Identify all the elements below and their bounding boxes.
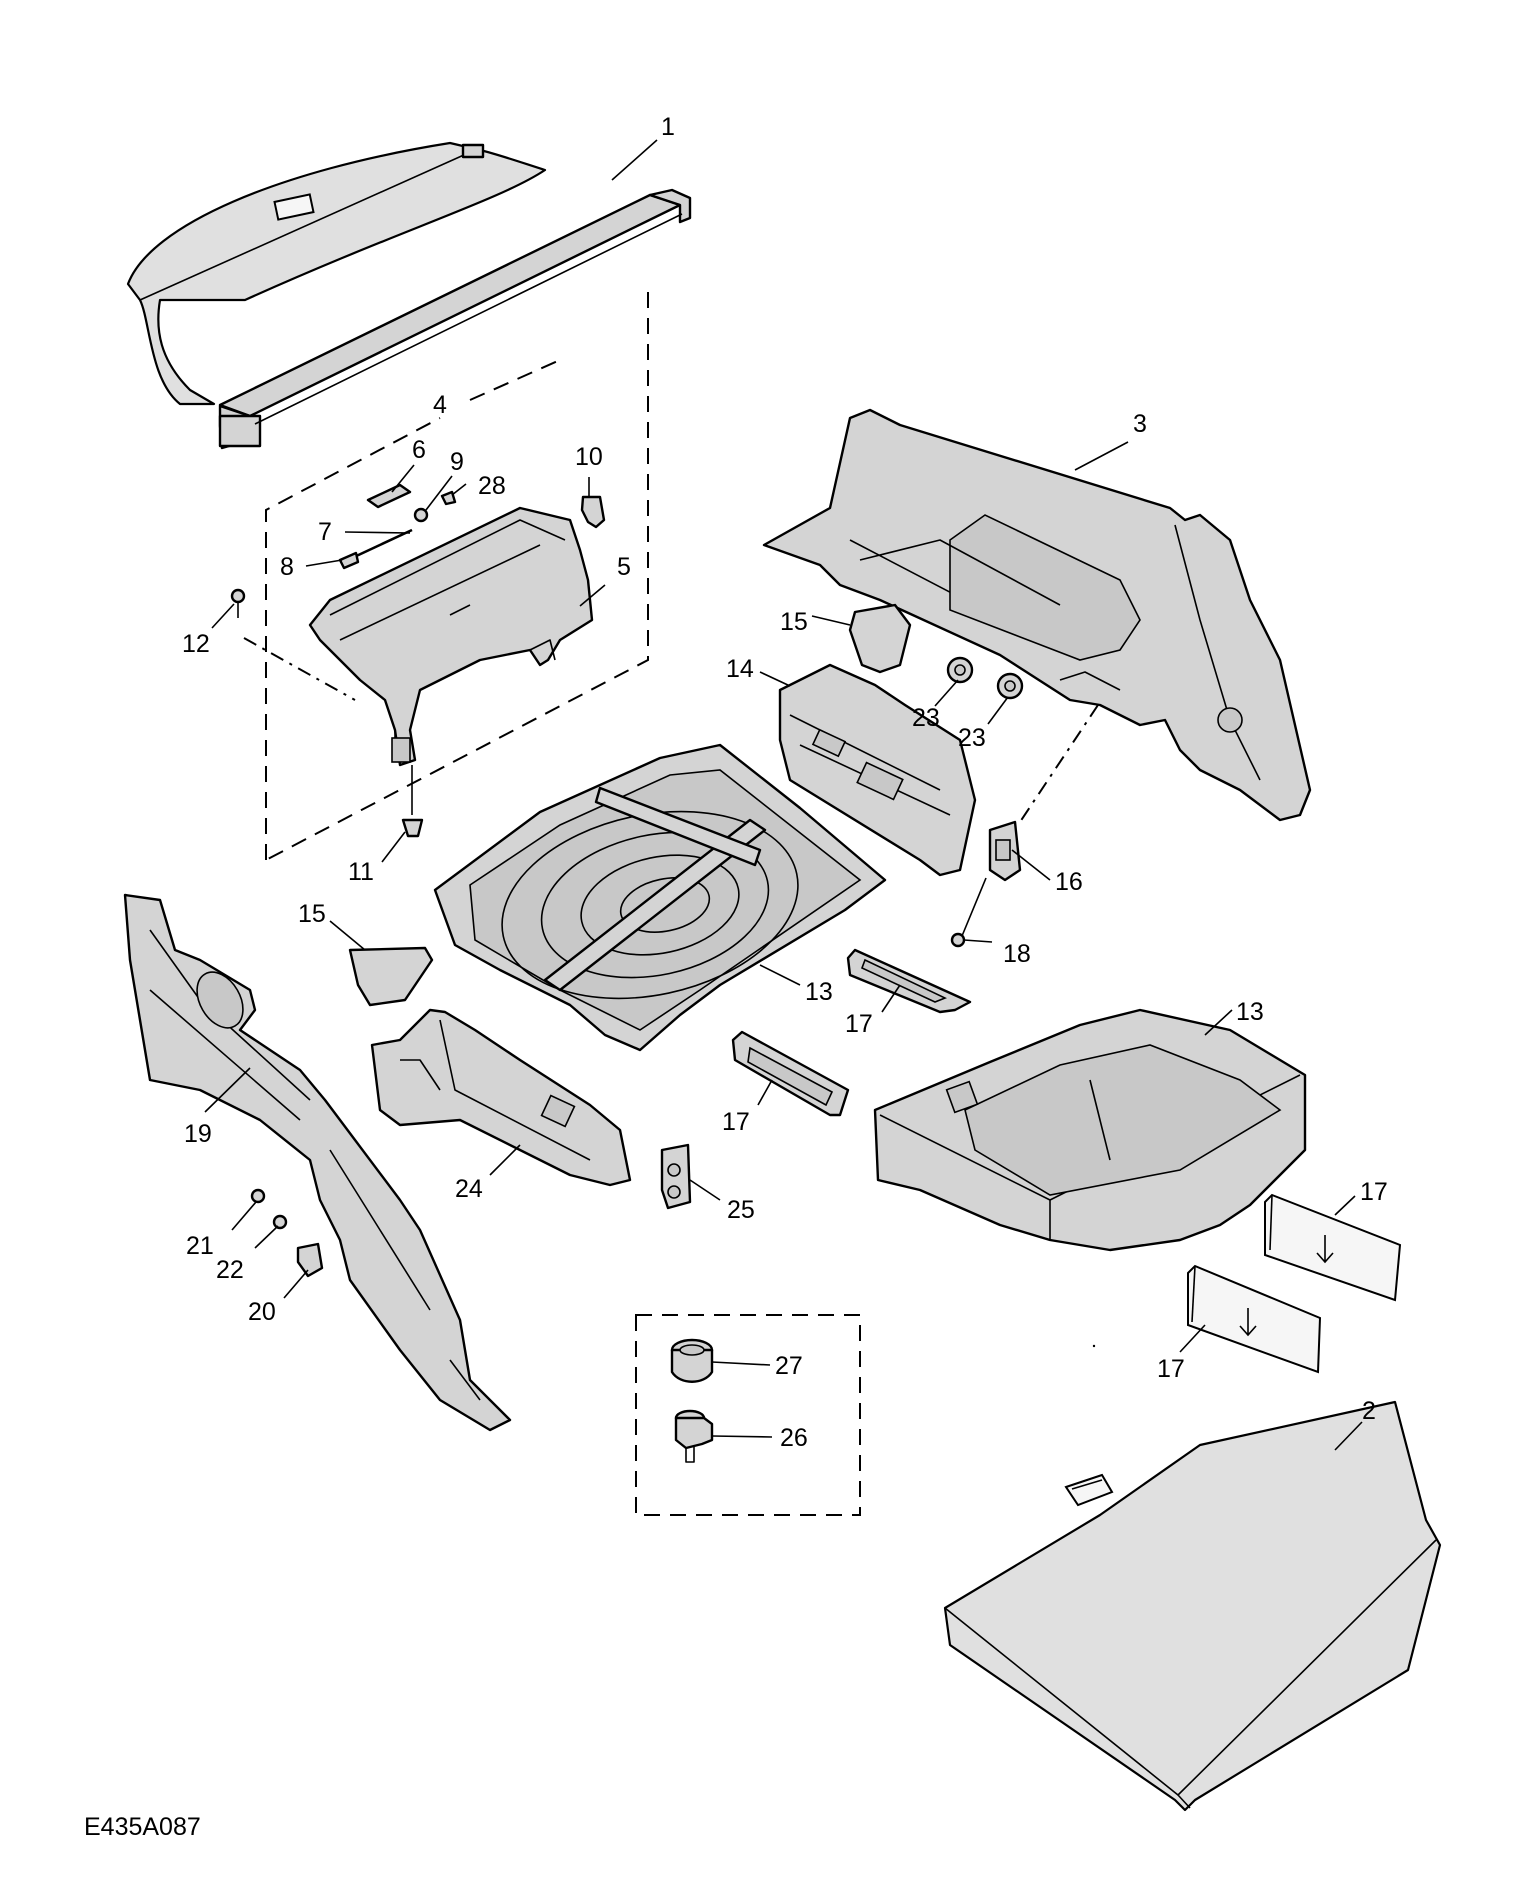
assembly-line-12 (243, 637, 356, 701)
part-1-luggage-cover (126, 141, 692, 450)
part-28-clip (440, 490, 457, 506)
part-19-side-trim (123, 893, 512, 1432)
callout-26: 26 (780, 1424, 808, 1452)
part-20-bracket (296, 1242, 324, 1278)
part-26-power-socket (674, 1409, 714, 1463)
part-15-storage-cup-lower (348, 946, 434, 1007)
callout-labels: 1 2 3 4 5 6 7 8 9 10 11 12 13 13 14 15 1… (182, 113, 1388, 1452)
callout-6: 6 (412, 436, 426, 464)
callout-14: 14 (726, 655, 754, 683)
callout-22: 22 (216, 1256, 244, 1284)
stray-dot (1092, 1344, 1096, 1348)
callout-13-lower: 13 (1236, 998, 1264, 1026)
callout-7: 7 (318, 518, 332, 546)
callout-12: 12 (182, 630, 210, 658)
part-7-rod (351, 528, 413, 560)
callout-17-pad-a: 17 (845, 1010, 873, 1038)
callout-17-pad-b: 17 (722, 1108, 750, 1136)
part-25-clip (660, 1143, 692, 1210)
callout-21: 21 (186, 1232, 214, 1260)
part-21-clip (250, 1188, 266, 1204)
part-6-clip (366, 483, 412, 509)
callout-17-block-a: 17 (1360, 1178, 1388, 1206)
callout-4: 4 (433, 391, 447, 419)
part-13-floor-tray-upper (433, 743, 887, 1052)
part-23-nut-b (996, 672, 1024, 700)
assembly-26-27-boundary (635, 1314, 861, 1516)
part-8-spring (338, 551, 360, 570)
part-14-bracket (778, 663, 977, 877)
part-24-bracket (370, 1008, 632, 1187)
callout-3: 3 (1133, 410, 1147, 438)
part-11-fastener (401, 818, 424, 838)
part-9-spring-clip (413, 507, 429, 523)
callout-10: 10 (575, 443, 603, 471)
diagram-reference-code: E435A087 (84, 1813, 201, 1841)
part-22-clip (272, 1214, 288, 1230)
callout-11: 11 (348, 858, 374, 886)
callout-19: 19 (184, 1120, 212, 1148)
callout-9: 9 (450, 448, 464, 476)
callout-5: 5 (617, 553, 631, 581)
callout-20: 20 (248, 1298, 276, 1326)
callout-23-b: 23 (958, 724, 986, 752)
callout-15-lower: 15 (298, 900, 326, 928)
part-18-screw (950, 877, 987, 948)
part-17-block-a (1264, 1193, 1402, 1302)
leader-lines (204, 139, 1363, 1451)
part-17-pad-b (731, 1030, 850, 1117)
part-10-bracket (580, 495, 606, 529)
callout-15-upper: 15 (780, 608, 808, 636)
part-2-load-floor (943, 1400, 1442, 1812)
assembly-line-16 (1019, 704, 1099, 823)
assembly-4-boundary (265, 292, 649, 861)
part-27-socket-cap (670, 1338, 714, 1383)
callout-28: 28 (478, 472, 506, 500)
part-15-storage-cup-upper (848, 603, 912, 674)
part-13-storage-box-lower (873, 1008, 1307, 1252)
part-23-nut-a (946, 656, 974, 684)
callout-24: 24 (455, 1175, 483, 1203)
callout-16: 16 (1055, 868, 1083, 896)
callout-17-block-b: 17 (1157, 1355, 1185, 1383)
part-5-trim-panel (308, 506, 594, 767)
callout-2: 2 (1362, 1397, 1376, 1425)
callout-13-upper: 13 (805, 978, 833, 1006)
part-17-pad-a (846, 948, 972, 1014)
part-17-block-b (1187, 1264, 1322, 1374)
callout-25: 25 (727, 1196, 755, 1224)
callout-1: 1 (661, 113, 675, 141)
part-3-quarter-trim (762, 408, 1312, 822)
callout-27: 27 (775, 1352, 803, 1380)
part-16-latch (988, 820, 1022, 882)
callout-8: 8 (280, 553, 294, 581)
part-12-screw (230, 588, 246, 618)
callout-18: 18 (1003, 940, 1031, 968)
callout-23-a: 23 (912, 704, 940, 732)
